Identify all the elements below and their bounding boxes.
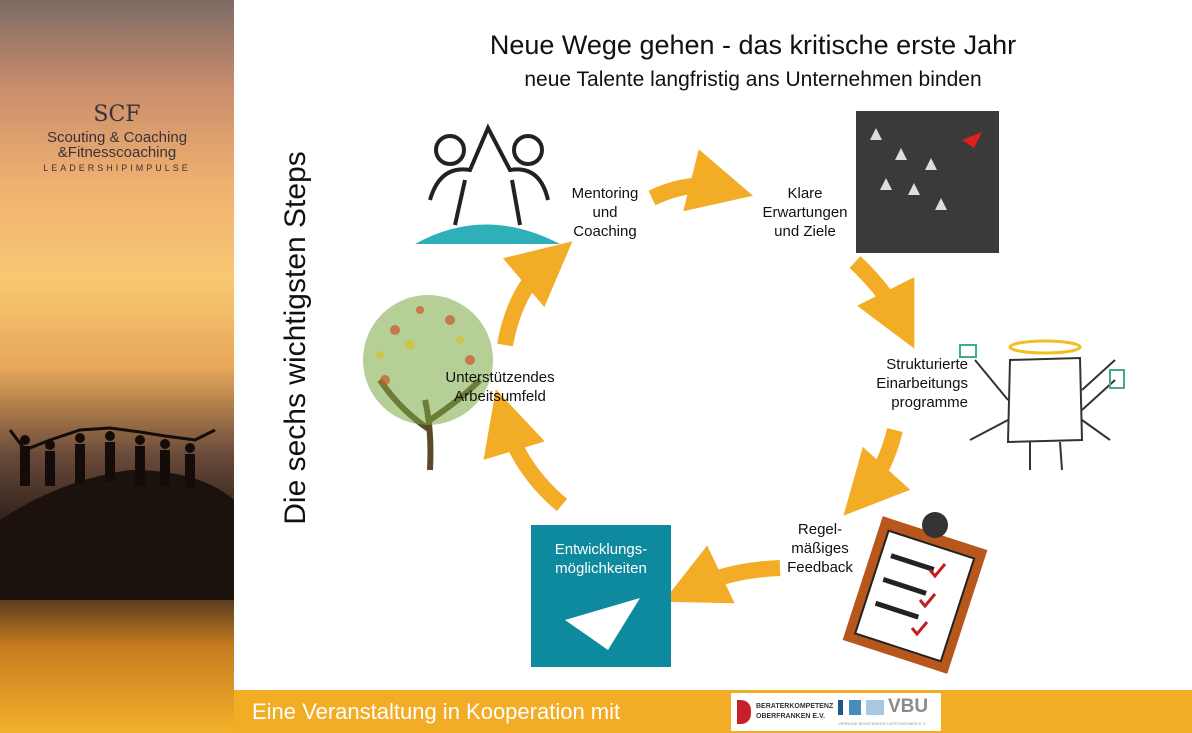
slide-subtitle: neue Talente langfristig ans Unternehmen… <box>524 68 982 91</box>
step-label: Unterstützendes <box>445 369 555 386</box>
step-development: Entwicklungs-möglichkeiten <box>531 540 671 578</box>
step-label: Klare <box>787 185 823 202</box>
partner2-sub: VERBUND BERATENDER UNTERNEHMER E.V. <box>838 721 927 726</box>
partner1: BERATERKOMPETENZ OBERFRANKEN E.V. <box>756 702 833 722</box>
arrow-1 <box>648 149 754 212</box>
step-label: programme <box>891 394 968 411</box>
step-label: Einarbeitungs <box>876 375 968 392</box>
arrow-4 <box>663 545 781 604</box>
silhouettes-icon <box>0 426 234 600</box>
bko-logo-icon <box>737 700 751 724</box>
logo-line1: Scouting & Coaching <box>46 129 188 146</box>
step-label: Entwicklungs- <box>554 541 648 558</box>
onboarding-image <box>959 339 1125 471</box>
arrow-3 <box>843 427 911 516</box>
step-label: Strukturierte <box>886 356 968 373</box>
partner1-line2: OBERFRANKEN E.V. <box>756 713 825 720</box>
slide-title: Neue Wege gehen - das kritische erste Ja… <box>489 30 1017 60</box>
sidebar-sunset-image: SCF Scouting & Coaching &Fitnesscoaching… <box>0 0 234 733</box>
step-label: Regel- <box>797 521 843 538</box>
step-label: Feedback <box>787 559 853 576</box>
partner-logos: BERATERKOMPETENZ OBERFRANKEN E.V. VBU VER… <box>731 693 941 731</box>
vbu-bar-icon <box>866 700 884 715</box>
tree-image <box>363 295 493 471</box>
step-label: Erwartungen <box>762 204 848 221</box>
step-label: und Ziele <box>774 223 836 240</box>
arrow-2 <box>849 256 915 349</box>
step-label: mäßiges <box>791 540 849 557</box>
step-label: möglichkeiten <box>555 560 647 577</box>
arrow-5 <box>483 389 568 512</box>
step-label: Coaching <box>573 223 637 240</box>
logo-line3: LEADERSHIPIMPULSE <box>43 163 191 173</box>
footer-text: Eine Veranstaltung in Kooperation mit <box>252 699 621 724</box>
logo-line2: &Fitnesscoaching <box>57 144 177 161</box>
mentoring-image <box>415 123 560 244</box>
feedback-image <box>842 512 988 674</box>
partner1-line1: BERATERKOMPETENZ <box>756 703 834 710</box>
arrow-6 <box>497 241 573 347</box>
logo-mark: SCF <box>93 102 141 127</box>
partner2: VBU <box>888 696 929 717</box>
footer-bar: Eine Veranstaltung in Kooperation mit BE… <box>234 690 1192 733</box>
step-label: und <box>592 204 618 221</box>
goals-image <box>856 111 999 253</box>
vbu-bar-icon <box>838 700 843 715</box>
vbu-bar-icon <box>849 700 861 715</box>
step-label: Arbeitsumfeld <box>454 388 546 405</box>
step-label: Mentoring <box>571 185 639 202</box>
